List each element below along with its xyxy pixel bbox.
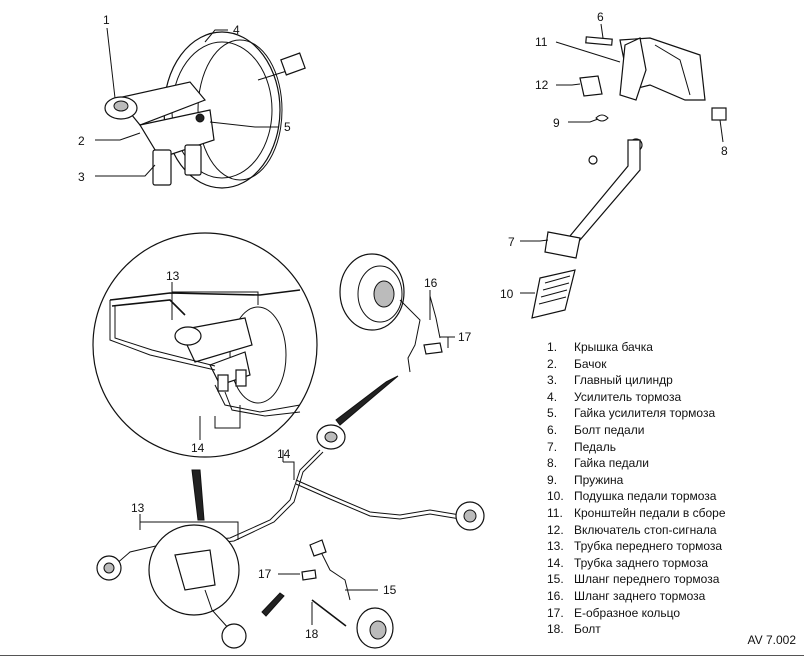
legend-item: 15Шланг переднего тормоза: [547, 571, 797, 588]
legend-number: 14: [547, 555, 574, 572]
legend-item: 4Усилитель тормоза: [547, 389, 797, 406]
callout-15: 15: [383, 583, 397, 597]
callout-7: 7: [508, 235, 515, 249]
legend-item: 10Подушка педали тормоза: [547, 488, 797, 505]
legend-number: 2: [547, 356, 574, 373]
legend-label: Болт: [574, 622, 601, 637]
pedal-leader-lines: [520, 23, 724, 294]
legend-label: Кронштейн педали в сборе: [574, 505, 726, 520]
callout-13-detail: 13: [166, 269, 180, 283]
detail-leader-lines: [171, 282, 259, 440]
legend-item: 1Крышка бачка: [547, 339, 797, 356]
legend-item: 17Е-образное кольцо: [547, 605, 797, 622]
legend-number: 10: [547, 488, 574, 505]
legend-item: 3Главный цилиндр: [547, 372, 797, 389]
legend-item: 2Бачок: [547, 356, 797, 373]
legend-item: 14Трубка заднего тормоза: [547, 555, 797, 572]
legend-number: 3: [547, 372, 574, 389]
callout-4: 4: [233, 23, 240, 37]
callout-3: 3: [78, 170, 85, 184]
chassis-leader-lines: [139, 450, 378, 625]
legend-label: Е-образное кольцо: [574, 605, 681, 620]
master-cylinder-detail: [92, 232, 318, 458]
legend-item: 12Включатель стоп-сигнала: [547, 522, 797, 539]
legend-label: Крышка бачка: [574, 340, 653, 354]
legend-label: Бачок: [574, 356, 607, 371]
legend-number: 8: [547, 455, 574, 472]
legend-label: Шланг заднего тормоза: [574, 588, 706, 603]
legend-number: 11: [547, 505, 574, 522]
callout-17-rear: 17: [458, 330, 472, 344]
legend-number: 6: [547, 422, 574, 439]
legend-label: Гайка усилителя тормоза: [574, 406, 716, 421]
legend-item: 7Педаль: [547, 439, 797, 456]
legend-label: Гайка педали: [574, 456, 650, 471]
callout-14-chassis: 14: [277, 447, 291, 461]
legend-label: Подушка педали тормоза: [574, 489, 717, 504]
legend-label: Шланг переднего тормоза: [574, 572, 720, 587]
legend-number: 1: [547, 339, 574, 356]
legend-label: Главный цилиндр: [574, 373, 673, 388]
parts-legend: 1Крышка бачка2Бачок3Главный цилиндр4Усил…: [547, 339, 797, 638]
legend-number: 5: [547, 405, 574, 422]
legend-number: 7: [547, 439, 574, 456]
callout-17-front: 17: [258, 567, 272, 581]
brake-line-routing: [96, 424, 485, 649]
callout-18: 18: [305, 627, 319, 641]
legend-number: 15: [547, 571, 574, 588]
callout-8: 8: [721, 144, 728, 158]
rear-hose-leader-lines: [429, 290, 455, 348]
callout-13-chassis: 13: [131, 501, 145, 515]
legend-number: 12: [547, 522, 574, 539]
legend-number: 4: [547, 389, 574, 406]
detail-pointer-rear: [335, 375, 399, 426]
legend-number: 16: [547, 588, 574, 605]
callout-12: 12: [535, 78, 549, 92]
detail-pointer-lower: [191, 469, 205, 521]
booster-leader-lines: [95, 27, 278, 177]
legend-item: 13Трубка переднего тормоза: [547, 538, 797, 555]
brake-booster-assembly: [104, 31, 306, 189]
legend-item: 5Гайка усилителя тормоза: [547, 405, 797, 422]
legend-label: Трубка переднего тормоза: [574, 539, 723, 554]
rear-drum-detail: [339, 253, 443, 373]
callout-10: 10: [500, 287, 514, 301]
callout-1: 1: [103, 13, 110, 27]
legend-label: Усилитель тормоза: [574, 389, 682, 404]
callout-2: 2: [78, 134, 85, 148]
figure-code: AV 7.002: [747, 633, 796, 647]
callout-11: 11: [535, 35, 548, 49]
detail-pointer-front: [261, 592, 285, 617]
brake-pedal-assembly: [531, 36, 727, 319]
legend-label: Педаль: [574, 439, 616, 454]
callout-6: 6: [597, 10, 604, 24]
legend-item: 16Шланг заднего тормоза: [547, 588, 797, 605]
legend-number: 9: [547, 472, 574, 489]
legend-label: Трубка заднего тормоза: [574, 555, 708, 570]
legend-label: Пружина: [574, 472, 624, 487]
legend-label: Включатель стоп-сигнала: [574, 522, 717, 537]
legend-item: 8Гайка педали: [547, 455, 797, 472]
legend-item: 11Кронштейн педали в сборе: [547, 505, 797, 522]
callout-14-detail: 14: [191, 441, 205, 455]
legend-item: 9Пружина: [547, 472, 797, 489]
callout-16: 16: [424, 276, 438, 290]
legend-number: 17: [547, 605, 574, 622]
callout-5: 5: [284, 120, 291, 134]
legend-item: 18Болт: [547, 621, 797, 638]
legend-number: 18: [547, 621, 574, 638]
legend-number: 13: [547, 538, 574, 555]
bottom-rule: [0, 655, 804, 656]
legend-item: 6Болт педали: [547, 422, 797, 439]
callout-9: 9: [553, 116, 560, 130]
legend-label: Болт педали: [574, 422, 645, 437]
